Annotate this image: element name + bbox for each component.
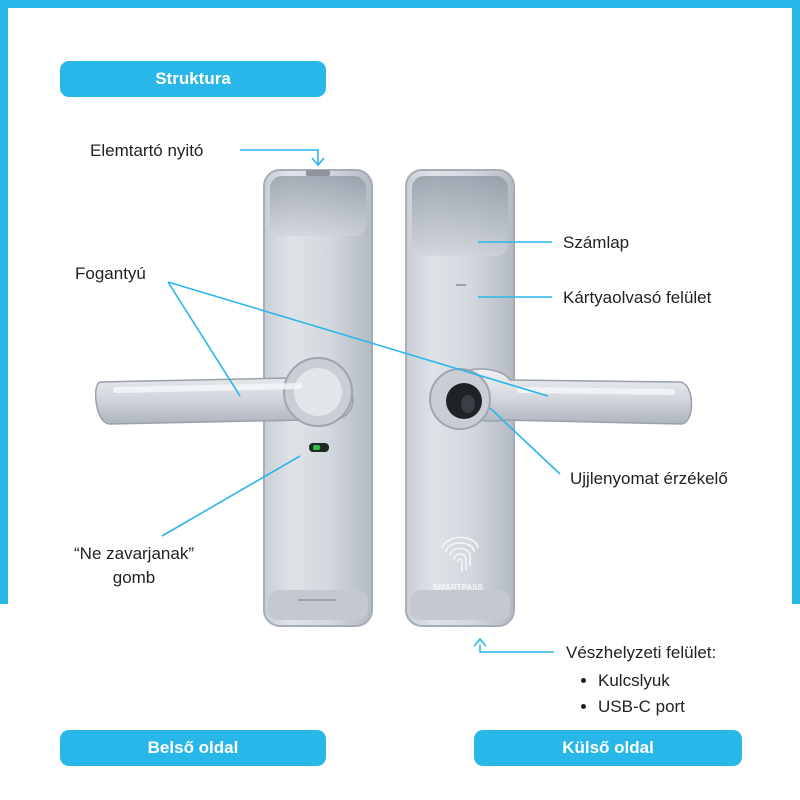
outer-side-pill: Külső oldal [474, 730, 742, 766]
label-dnd-line1: “Ne zavarjanak” [74, 544, 194, 563]
label-card-reader: Kártyaolvasó felület [563, 288, 712, 307]
inner-handle [94, 357, 354, 427]
brand-logo: SMARTPASS [433, 583, 483, 592]
label-emergency: Vészhelyzeti felület: [566, 643, 717, 662]
frame-mask [0, 604, 800, 800]
label-fingerprint: Ujjlenyomat érzékelő [570, 469, 728, 488]
label-handle: Fogantyú [75, 264, 146, 283]
emergency-list: Kulcslyuk USB-C port [578, 668, 685, 720]
label-dnd: “Ne zavarjanak” gomb [54, 544, 214, 588]
fingerprint-icon [441, 536, 479, 572]
callout-lines [161, 149, 561, 653]
label-battery-opener: Elemtartó nyitó [90, 141, 204, 160]
page-title: Struktura [155, 69, 231, 88]
inner-side-label: Belső oldal [147, 738, 239, 757]
title-pill: Struktura [60, 61, 326, 97]
outer-handle [429, 368, 693, 430]
inner-side-pill: Belső oldal [60, 730, 326, 766]
label-dnd-line2: gomb [112, 568, 156, 587]
list-item: Kulcslyuk [598, 668, 685, 694]
outer-side-label: Külső oldal [562, 738, 654, 757]
label-faceplate: Számlap [563, 233, 630, 252]
list-item: USB-C port [598, 694, 685, 720]
